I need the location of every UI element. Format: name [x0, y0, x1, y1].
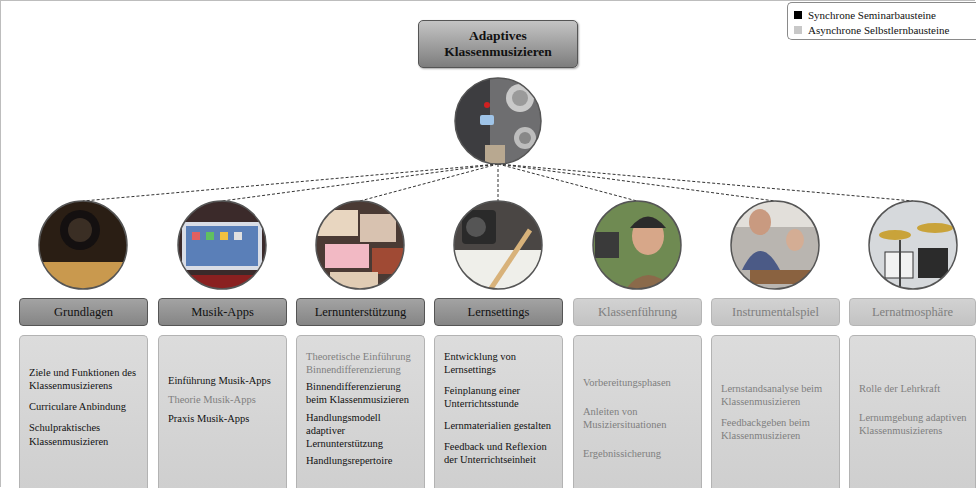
module-item: Schulpraktisches Klassenmusizieren: [29, 421, 140, 447]
module-label: Lernatmosphäre: [849, 298, 976, 326]
module-item: Handlungsrepertoire: [306, 454, 417, 467]
legend-row: Synchrone Seminarbausteine: [794, 7, 970, 22]
photo-circle: [590, 197, 690, 300]
title-text: Adaptives Klassenmusizieren: [427, 28, 569, 60]
module-label: Lernsettings: [434, 298, 563, 326]
module-name: Musik-Apps: [191, 305, 254, 319]
title-box: Adaptives Klassenmusizieren: [418, 20, 578, 68]
module-item: Lernmaterialien gestalten: [444, 419, 555, 432]
module-item: Feedback und Reflexion der Unterrichtsei…: [444, 440, 555, 466]
module-label: Instrumentalspiel: [711, 298, 840, 326]
module-item: Ergebnissicherung: [583, 447, 694, 460]
module-item: Curriculare Anbindung: [29, 400, 140, 413]
module-item: Ziele und Funktionen des Klassenmusizier…: [29, 366, 140, 392]
photo-circle: [35, 197, 135, 302]
legend-swatch: [794, 11, 802, 19]
module-content: Entwicklung von LernsettingsFeinplanung …: [434, 335, 563, 488]
module-item: Entwicklung von Lernsettings: [444, 350, 555, 376]
module-item: Theoretische Einführung Binnendifferenzi…: [306, 350, 417, 376]
photo-circle: [450, 74, 550, 174]
module-item: Theorie Musik-Apps: [168, 393, 279, 406]
module-item: Lernstandsanalyse beim Klassenmusizieren: [721, 382, 832, 408]
legend: Synchrone SeminarbausteineAsynchrone Sel…: [787, 2, 976, 40]
module-content: Einführung Musik-AppsTheorie Musik-AppsP…: [158, 335, 287, 488]
legend-row: Asynchrone Selbstlernbausteine: [794, 22, 970, 37]
module-content: Rolle der LehrkraftLernumgebung adaptive…: [849, 335, 976, 488]
photo-circle: [313, 197, 413, 297]
legend-text: Synchrone Seminarbausteine: [808, 9, 936, 21]
module-content: Ziele und Funktionen des Klassenmusizier…: [19, 335, 148, 488]
module-name: Instrumentalspiel: [732, 305, 819, 319]
module-name: Lernunterstützung: [315, 305, 407, 319]
module-label: Grundlagen: [19, 298, 148, 326]
module-label: Musik-Apps: [158, 298, 287, 326]
dashed-lines: [83, 164, 913, 201]
module-content: Lernstandsanalyse beim Klassenmusizieren…: [711, 335, 840, 488]
photo-circle: [450, 197, 550, 300]
module-item: Handlungsmodell adaptiver Lernunterstütz…: [306, 411, 417, 450]
legend-text: Asynchrone Selbstlernbausteine: [808, 24, 949, 36]
module-content: VorbereitungsphasenAnleiten von Musizier…: [573, 335, 702, 488]
module-item: Binnendifferenzierung beim Klassenmusizi…: [306, 380, 417, 406]
photo-circle: [728, 197, 828, 297]
legend-swatch: [794, 26, 802, 34]
module-item: Praxis Musik-Apps: [168, 412, 279, 425]
module-item: Feinplanung einer Unterrichtsstunde: [444, 384, 555, 410]
module-item: Feedbackgeben beim Klassenmusizieren: [721, 416, 832, 442]
module-label: Klassenführung: [573, 298, 702, 326]
module-name: Grundlagen: [54, 305, 113, 319]
module-item: Rolle der Lehrkraft: [859, 382, 968, 395]
module-item: Lernumgebung adaptiven Klassenmusizieren…: [859, 411, 968, 437]
module-item: Anleiten von Musiziersituationen: [583, 405, 694, 431]
photo-circle: [175, 197, 275, 300]
module-label: Lernunterstützung: [296, 298, 425, 326]
photo-circle: [866, 197, 966, 297]
module-content: Theoretische Einführung Binnendifferenzi…: [296, 335, 425, 488]
module-item: Einführung Musik-Apps: [168, 374, 279, 387]
module-name: Klassenführung: [598, 305, 677, 319]
module-name: Lernsettings: [468, 305, 530, 319]
module-name: Lernatmosphäre: [872, 305, 953, 319]
module-item: Vorbereitungsphasen: [583, 376, 694, 389]
